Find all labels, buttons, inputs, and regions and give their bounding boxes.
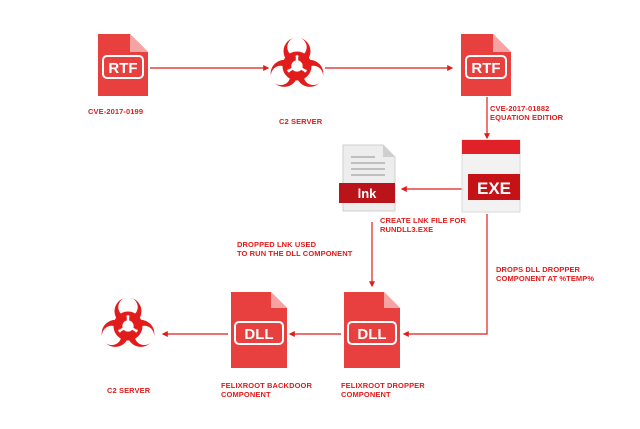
- lnk-file-icon: lnk: [339, 144, 396, 212]
- edge-label-exe-dll: DROPS DLL DROPPER COMPONENT AT %TEMP%: [496, 265, 594, 283]
- caption-rtf2: CVE-2017-01882 EQUATION EDITIOR: [490, 104, 563, 122]
- caption-dll-dropper-line1: FELIXROOT DROPPER: [341, 381, 425, 390]
- caption-rtf1: CVE-2017-0199: [88, 107, 144, 116]
- exe-file-icon: EXE: [461, 139, 521, 213]
- edge-label-exe-dll-line1: DROPS DLL DROPPER: [496, 265, 581, 274]
- caption-dll-backdoor: FELIXROOT BACKDOOR COMPONENT: [221, 381, 312, 399]
- caption-dll-dropper-line2: COMPONENT: [341, 390, 391, 399]
- edge-label-lnk-dll-line2: TO RUN THE DLL COMPONENT: [237, 249, 353, 258]
- edge-label-lnk-dll: DROPPED LNK USED TO RUN THE DLL COMPONEN…: [237, 240, 352, 258]
- dll-badge-dropper: DLL: [357, 326, 386, 343]
- rtf-badge-2: RTF: [471, 60, 500, 77]
- caption-lnk: CREATE LNK FILE FOR RUNDLL3.EXE: [380, 216, 466, 234]
- caption-rtf2-line2: EQUATION EDITIOR: [490, 113, 564, 122]
- rtf-badge-1: RTF: [108, 60, 137, 77]
- biohazard-icon: [271, 37, 324, 87]
- dll-badge-backdoor: DLL: [244, 326, 273, 343]
- rtf-file-icon: RTF: [98, 34, 148, 96]
- caption-dll-dropper: FELIXROOT DROPPER COMPONENT: [341, 381, 425, 399]
- caption-c2-top: C2 SERVER: [279, 117, 323, 126]
- caption-rtf2-line1: CVE-2017-01882: [490, 104, 550, 113]
- exe-badge: EXE: [477, 179, 511, 198]
- edge-label-lnk-dll-line1: DROPPED LNK USED: [237, 240, 317, 249]
- edge-exe-dll: [402, 214, 488, 337]
- rtf-file-icon: RTF: [461, 34, 511, 96]
- caption-dll-backdoor-line1: FELIXROOT BACKDOOR: [221, 381, 312, 390]
- caption-c2-bottom: C2 SERVER: [107, 386, 151, 395]
- dll-file-icon: DLL: [231, 292, 287, 368]
- biohazard-icon: [102, 297, 155, 347]
- dll-file-icon: DLL: [344, 292, 400, 368]
- caption-lnk-line1: CREATE LNK FILE FOR: [380, 216, 466, 225]
- connectors: [150, 65, 490, 337]
- caption-lnk-line2: RUNDLL3.EXE: [380, 225, 434, 234]
- edge-label-exe-dll-line2: COMPONENT AT %TEMP%: [496, 274, 595, 283]
- caption-dll-backdoor-line2: COMPONENT: [221, 390, 271, 399]
- lnk-badge: lnk: [358, 186, 378, 201]
